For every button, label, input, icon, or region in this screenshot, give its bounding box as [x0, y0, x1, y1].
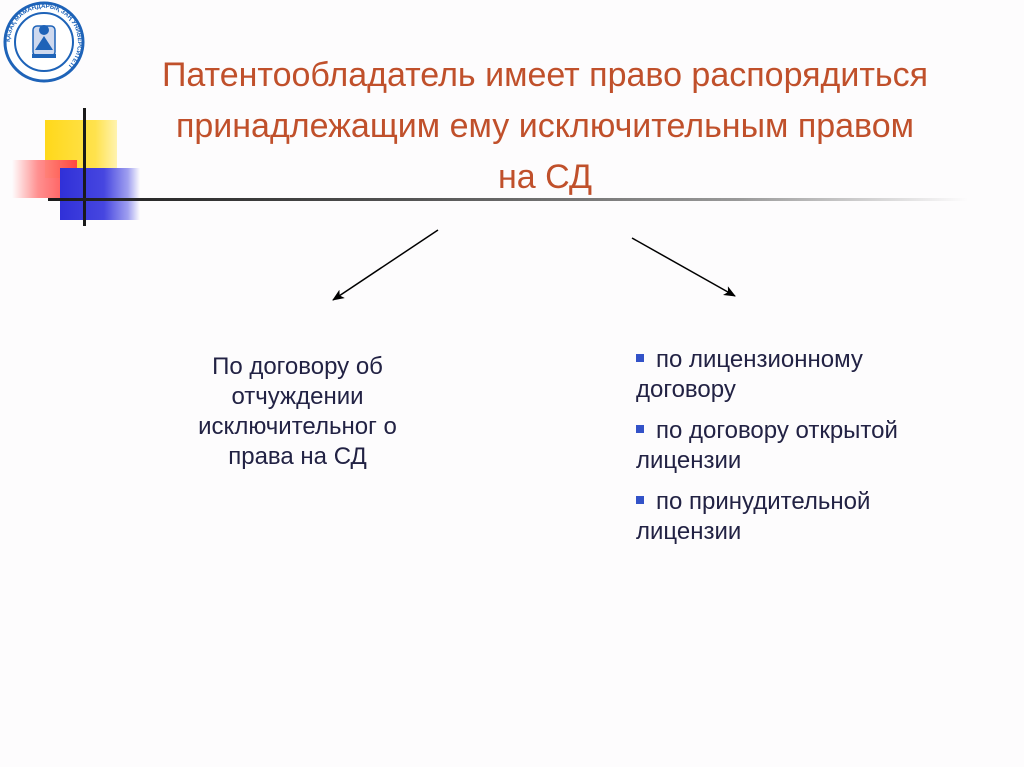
- license-options-list: по лицензионному договору по договору от…: [636, 345, 966, 558]
- title-divider-line: [48, 198, 968, 201]
- list-item-text: по договору открытой лицензии: [636, 417, 898, 474]
- list-item-text: по лицензионному договору: [636, 346, 863, 403]
- arrow-left-icon: [332, 229, 439, 301]
- square-bullet-icon: [636, 424, 644, 433]
- arrow-right-icon: [631, 237, 736, 297]
- university-logo: ҚАЗАҚ МАМАНДАРЫҚ ЗАҢ УНИВЕРСИТЕТІ: [3, 1, 85, 83]
- list-item: по договору открытой лицензии: [636, 416, 966, 476]
- list-item: по лицензионному договору: [636, 345, 966, 405]
- list-item-text: по принудительной лицензии: [636, 488, 871, 545]
- alienation-contract-text: По договору об отчуждении исключительног…: [198, 353, 397, 470]
- square-bullet-icon: [636, 353, 644, 362]
- list-item: по принудительной лицензии: [636, 487, 966, 547]
- decor-vertical-line: [83, 108, 86, 226]
- slide-title: Патентообладатель имеет право распорядит…: [161, 56, 929, 196]
- decor-blue-square: [60, 168, 140, 220]
- square-bullet-icon: [636, 495, 644, 504]
